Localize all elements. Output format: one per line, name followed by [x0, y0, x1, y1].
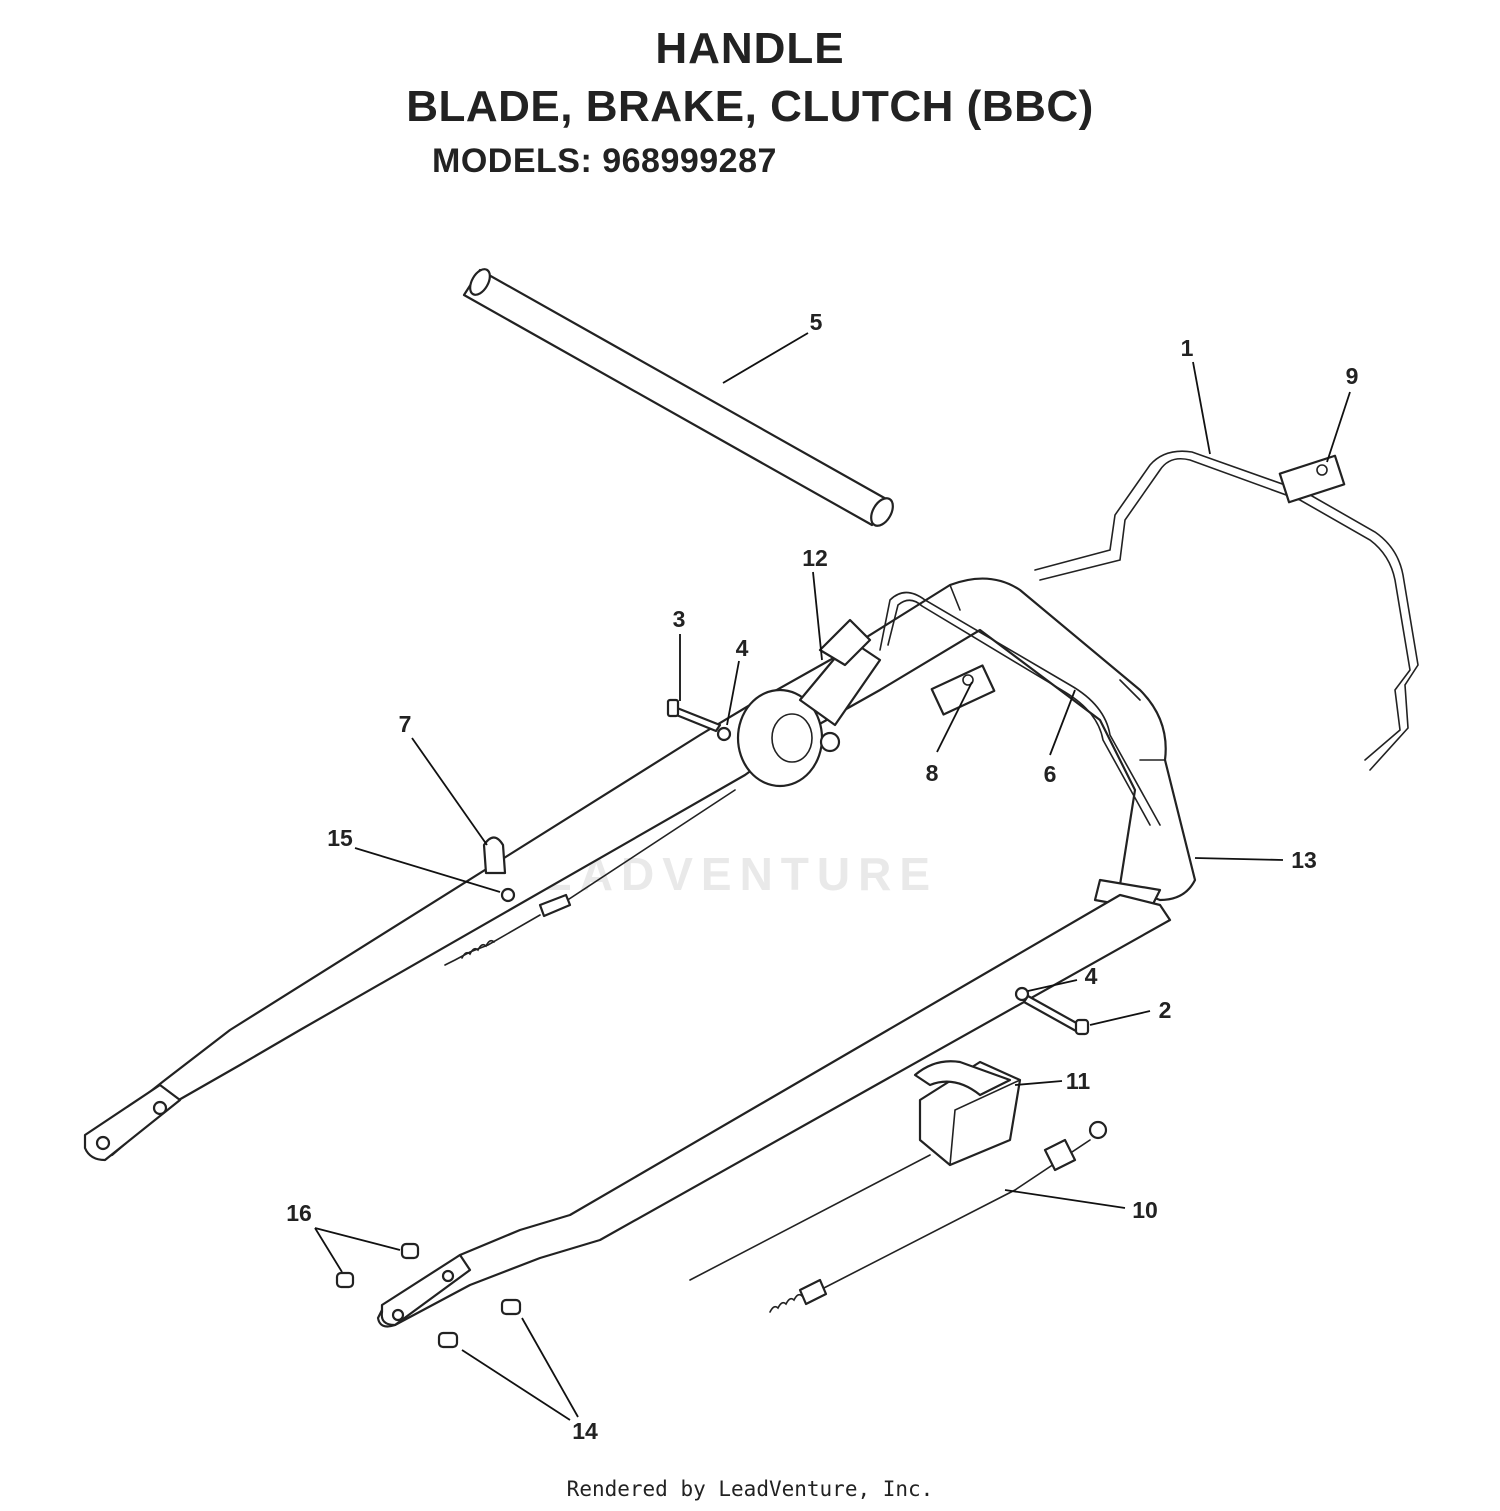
callout-16: 16	[286, 1200, 312, 1226]
part-3-bolt[interactable]	[666, 698, 722, 733]
part-5-grip-tube[interactable]	[462, 266, 897, 530]
callout-2: 2	[1159, 997, 1172, 1023]
leader-lines	[314, 332, 1351, 1421]
callout-1: 1	[1181, 335, 1194, 361]
left-handle-mount[interactable]	[83, 1083, 182, 1162]
callout-9: 9	[1346, 363, 1359, 389]
part-1-bail[interactable]	[1034, 450, 1419, 771]
diagram-title: HANDLE	[655, 24, 845, 73]
callout-15: 15	[327, 825, 353, 851]
part-10-cable[interactable]	[689, 1120, 1108, 1313]
part-8-decal[interactable]	[930, 664, 996, 716]
part-13-lower-handle[interactable]	[376, 893, 1172, 1328]
part-11-control-box[interactable]	[913, 1060, 1022, 1167]
part-4-washer[interactable]	[716, 726, 732, 742]
lower-handle-mount[interactable]	[380, 1253, 472, 1327]
part-12-engine-control[interactable]	[736, 618, 882, 788]
callout-4-lower: 4	[1085, 963, 1098, 989]
callout-4-upper: 4	[736, 635, 749, 661]
callout-10: 10	[1132, 1197, 1158, 1223]
part-14-bolt[interactable]	[437, 1298, 522, 1349]
part-6-control-bail[interactable]	[879, 591, 1161, 826]
callout-6: 6	[1044, 761, 1057, 787]
callout-5: 5	[810, 309, 823, 335]
footer-credit: Rendered by LeadVenture, Inc.	[566, 1477, 934, 1501]
part-2-bolt[interactable]	[1022, 994, 1090, 1036]
callout-12: 12	[802, 545, 828, 571]
models-label: MODELS: 968999287	[432, 142, 777, 180]
callout-14: 14	[572, 1418, 598, 1444]
callout-11: 11	[1066, 1068, 1091, 1094]
upper-cable[interactable]	[444, 789, 736, 966]
part-15-nut[interactable]	[500, 887, 516, 903]
part-16-nut[interactable]	[335, 1242, 420, 1289]
diagram-subtitle: BLADE, BRAKE, CLUTCH (BBC)	[406, 82, 1094, 131]
part-9-decal[interactable]	[1278, 454, 1346, 504]
part-7-cable-clip[interactable]	[482, 836, 507, 875]
callout-8: 8	[926, 760, 939, 786]
part-4-washer-lower[interactable]	[1014, 986, 1030, 1002]
callout-7: 7	[399, 711, 412, 737]
callout-3: 3	[673, 606, 686, 632]
callout-13: 13	[1291, 847, 1317, 873]
